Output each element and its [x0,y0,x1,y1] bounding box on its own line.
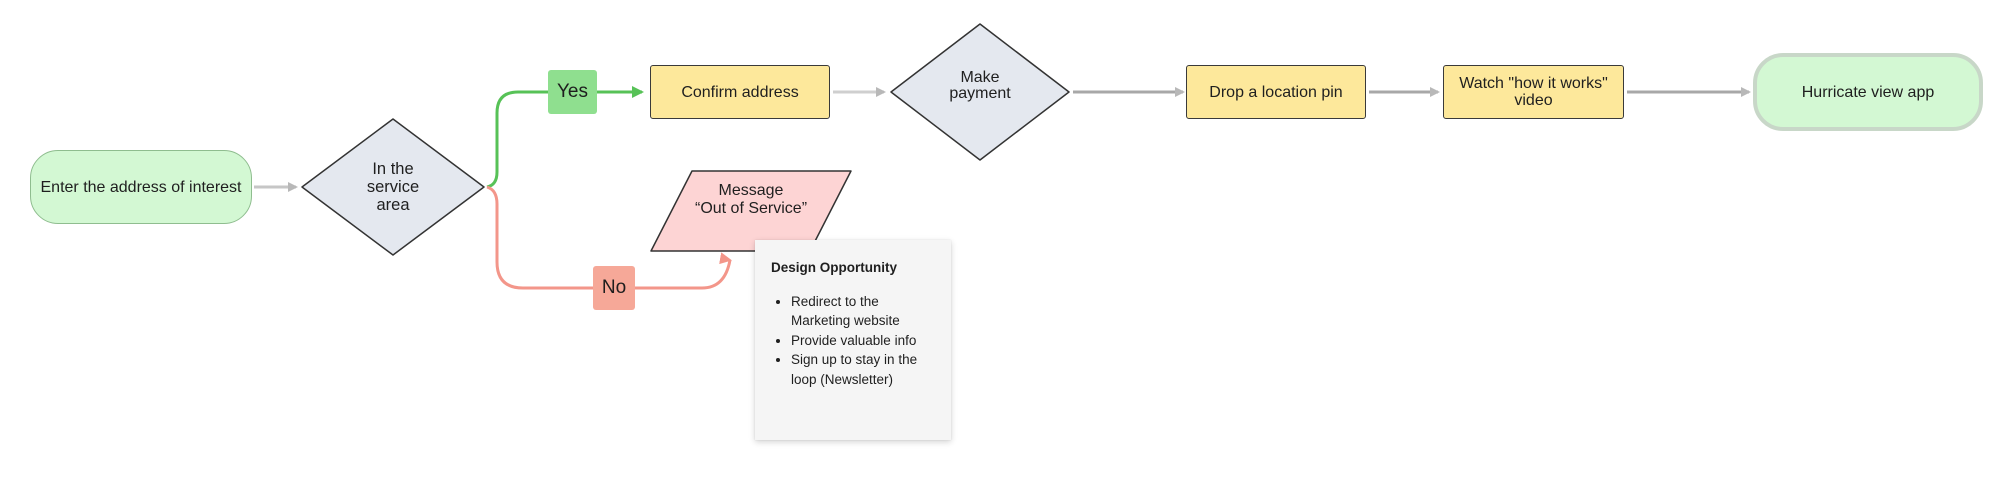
note-item: Redirect to the Marketing website [791,292,935,331]
node-label: Make payment [949,69,1011,102]
diamond-shape [890,23,1070,161]
note-list: Redirect to the Marketing website Provid… [771,292,935,390]
node-label: Watch "how it works" video [1459,75,1608,109]
node-label: Confirm address [681,83,799,101]
node-service-area-decision[interactable]: In the service area [300,117,486,257]
connector-no-to-message [635,252,732,290]
node-hurricate-view-app[interactable]: Hurricate view app [1753,53,1983,131]
design-opportunity-note: Design Opportunity Redirect to the Marke… [755,240,951,440]
node-label: Drop a location pin [1209,83,1343,101]
connector-no-branch [486,185,593,290]
node-watch-video[interactable]: Watch "how it works" video [1443,65,1624,119]
branch-yes-label: Yes [548,70,597,114]
node-label: Enter the address of interest [40,178,242,196]
node-drop-location-pin[interactable]: Drop a location pin [1186,65,1366,119]
node-make-payment[interactable]: Make payment [889,22,1071,162]
diamond-shape [301,118,485,256]
node-confirm-address[interactable]: Confirm address [650,65,830,119]
node-label: In the service area [366,160,420,214]
node-label: Hurricate view app [1801,83,1935,101]
node-enter-address[interactable]: Enter the address of interest [30,150,252,224]
note-item: Provide valuable info [791,331,935,351]
branch-no-label: No [593,266,635,310]
node-label: Message “Out of Service” [694,182,808,217]
connector-yes-branch [486,90,548,189]
note-item: Sign up to stay in the loop (Newsletter) [791,350,935,389]
note-title: Design Opportunity [771,260,897,275]
